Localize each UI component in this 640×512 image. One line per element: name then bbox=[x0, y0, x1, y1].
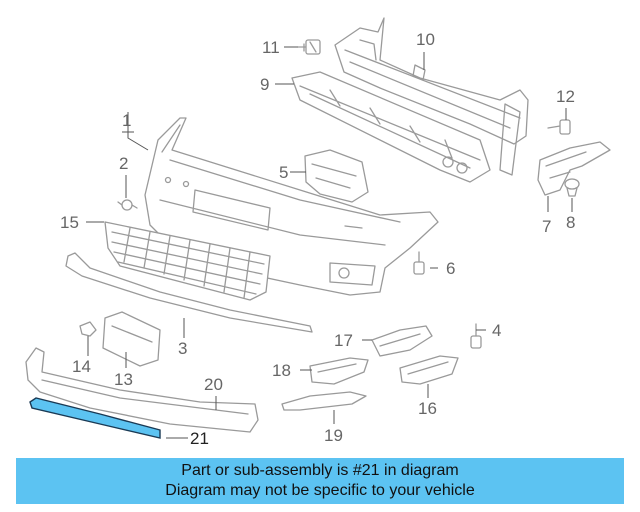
callout-7: 7 bbox=[542, 217, 551, 236]
callout-1: 1 bbox=[122, 111, 131, 130]
callout-11: 11 bbox=[262, 38, 280, 57]
banner-line-2: Diagram may not be specific to your vehi… bbox=[165, 482, 475, 499]
callout-21-selected: 21 bbox=[190, 429, 209, 448]
callout-15: 15 bbox=[60, 213, 79, 232]
callout-8: 8 bbox=[566, 213, 575, 232]
callout-20: 20 bbox=[204, 375, 223, 394]
part-20-spoiler bbox=[25, 347, 259, 433]
part-13-license-bracket bbox=[102, 311, 161, 367]
part-4-bolt bbox=[470, 323, 482, 349]
info-banner: Part or sub-assembly is #21 in diagram D… bbox=[16, 458, 624, 504]
callout-5: 5 bbox=[279, 163, 288, 182]
callout-19: 19 bbox=[324, 426, 343, 445]
callout-16: 16 bbox=[418, 399, 437, 418]
callout-9: 9 bbox=[260, 75, 269, 94]
callout-6: 6 bbox=[446, 259, 455, 278]
callout-17: 17 bbox=[334, 331, 353, 350]
part-6-bolt bbox=[413, 251, 425, 275]
callout-18: 18 bbox=[272, 361, 291, 380]
part-5-bracket bbox=[304, 149, 369, 203]
part-10-impact-bar bbox=[334, 17, 529, 176]
part-12-bolt bbox=[547, 119, 571, 135]
part-14-clip bbox=[79, 321, 97, 337]
callout-2: 2 bbox=[119, 154, 128, 173]
part-17-bezel bbox=[371, 325, 433, 357]
leader-lines bbox=[86, 46, 573, 439]
callout-12: 12 bbox=[556, 87, 575, 106]
part-9-absorber bbox=[291, 71, 491, 183]
banner-line-1: Part or sub-assembly is #21 in diagram bbox=[181, 462, 459, 479]
part-11-bolt bbox=[297, 39, 321, 55]
parts-diagram: 11 10 9 12 1 2 5 7 8 15 6 3 4 17 14 13 1… bbox=[25, 17, 611, 448]
part-15-grille bbox=[104, 221, 271, 301]
part-2-clip bbox=[117, 199, 138, 211]
part-8-clip bbox=[564, 178, 580, 197]
callout-14: 14 bbox=[72, 357, 91, 376]
callout-10: 10 bbox=[416, 30, 435, 49]
part-7-bracket bbox=[537, 141, 611, 196]
callout-3: 3 bbox=[178, 339, 187, 358]
part-18-bezel bbox=[309, 357, 369, 385]
part-21-molding-highlighted bbox=[29, 397, 161, 439]
part-16-bezel bbox=[399, 355, 459, 385]
callout-13: 13 bbox=[114, 370, 133, 389]
part-19-chrome-strip bbox=[281, 391, 367, 411]
callout-4: 4 bbox=[492, 321, 501, 340]
part-3-trim-strip bbox=[65, 252, 313, 333]
